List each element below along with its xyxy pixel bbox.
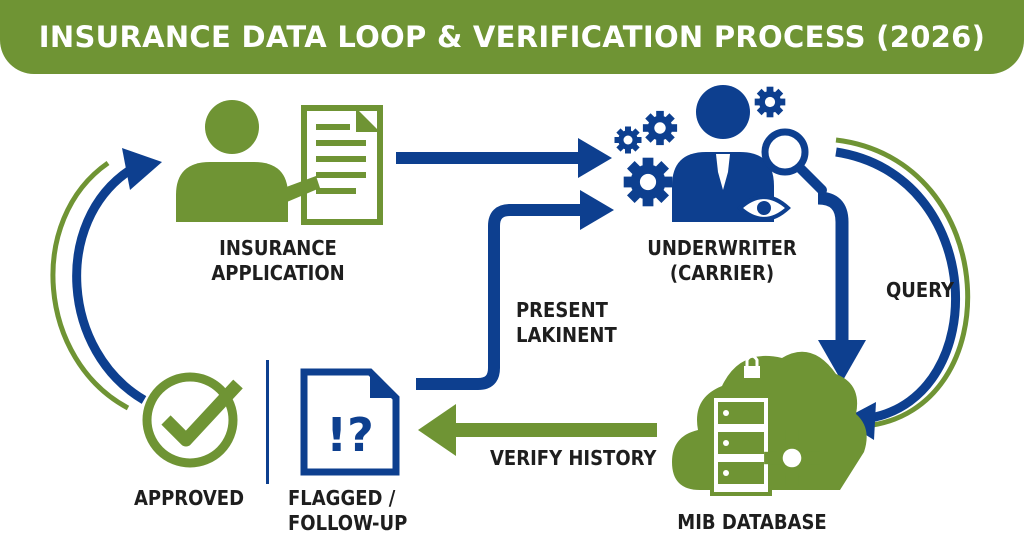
person-with-document-icon [176, 100, 383, 225]
arrow-mib-to-flagged [418, 404, 657, 456]
query-label: QUERY [886, 278, 954, 302]
insurance-application-label: INSURANCE APPLICATION [211, 236, 344, 286]
underwriter-label-line1: UNDERWRITER [647, 236, 797, 260]
svg-text:!?: !? [326, 408, 374, 462]
approved-label: APPROVED [133, 486, 245, 510]
loop-arrow-left [50, 148, 162, 411]
flagged-label: FLAGGED / FOLLOW-UP [288, 486, 407, 536]
arrow-flagged-to-underwriter [416, 190, 614, 390]
mib-database-label: MIB DATABASE [677, 510, 827, 534]
present-label-line1: PRESENT [516, 298, 608, 322]
checkmark-circle-icon [142, 372, 243, 468]
diagram-title: INSURANCE DATA LOOP & VERIFICATION PROCE… [38, 20, 986, 54]
application-label-line2: APPLICATION [211, 261, 345, 285]
present-label-line2: LAKINENT [516, 323, 617, 347]
document-exclamation-question-icon: !? [300, 368, 400, 476]
underwriter-label-line2: (CARRIER) [669, 261, 775, 285]
title-banner: INSURANCE DATA LOOP & VERIFICATION PROCE… [0, 0, 1024, 74]
person-gears-magnifier-eye-icon [614, 85, 827, 222]
underwriter-label: UNDERWRITER (CARRIER) [647, 236, 797, 286]
arrow-underwriter-to-mib [817, 191, 866, 382]
flagged-label-line2: FOLLOW-UP [288, 511, 408, 535]
flagged-label-line1: FLAGGED / [288, 486, 396, 510]
application-label-line1: INSURANCE [219, 236, 337, 260]
present-label: PRESENT LAKINENT [516, 298, 617, 348]
cloud-server-gear-lock-icon [672, 351, 867, 496]
verify-history-label: VERIFY HISTORY [490, 446, 657, 470]
arrow-application-to-underwriter [396, 138, 612, 178]
divider [266, 360, 269, 484]
